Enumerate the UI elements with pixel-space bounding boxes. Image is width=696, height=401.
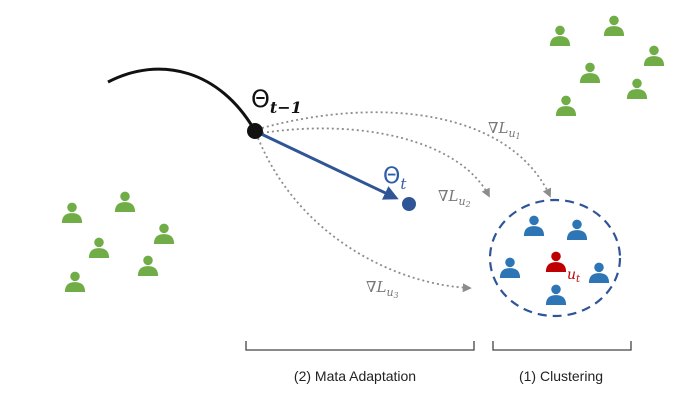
user-icon	[626, 78, 648, 99]
user-icon	[114, 191, 136, 212]
cluster-circle	[488, 198, 622, 318]
user-icon	[549, 25, 571, 46]
gradient-label-u2: ∇Lu2	[438, 187, 471, 209]
user-group-top-right	[549, 15, 665, 116]
user-icon	[566, 219, 588, 240]
target-user-label: ut	[567, 267, 581, 285]
user-icon	[555, 95, 577, 116]
user-icon	[643, 45, 665, 66]
meta-adaptation-bracket	[245, 341, 475, 351]
user-group-left	[61, 191, 175, 292]
gradient-arrow-u3	[257, 137, 472, 293]
theta-current-label: Θt	[383, 164, 407, 193]
theta-prev-subscript: t−1	[270, 98, 302, 117]
theta-prev-label: Θt−1	[251, 85, 302, 117]
user-icon	[137, 255, 159, 276]
meta-adaptation-caption: (2) Mata Adaptation	[294, 368, 416, 384]
user-icon	[499, 257, 521, 278]
gradient-label-u1: ∇Lu1	[488, 119, 521, 141]
user-icon	[153, 223, 175, 244]
user-icon	[88, 237, 110, 258]
target-user-icon	[545, 251, 567, 272]
user-icon	[603, 15, 625, 36]
user-icon	[579, 62, 601, 83]
theta-prev-point	[247, 123, 263, 139]
theta-current-point	[402, 197, 416, 211]
gradient-label-u3: ∇Lu3	[366, 278, 399, 300]
user-icon	[545, 284, 567, 305]
clustering-bracket	[492, 341, 632, 351]
optimization-trajectory	[107, 67, 257, 132]
adaptation-arrow	[256, 130, 399, 200]
user-icon	[588, 262, 610, 283]
clustering-caption: (1) Clustering	[519, 368, 603, 384]
gradient-arrow-u2	[261, 127, 490, 198]
theta-current-subscript: t	[400, 175, 407, 193]
user-icon	[61, 202, 83, 223]
user-icon	[523, 215, 545, 236]
user-icon	[64, 271, 86, 292]
